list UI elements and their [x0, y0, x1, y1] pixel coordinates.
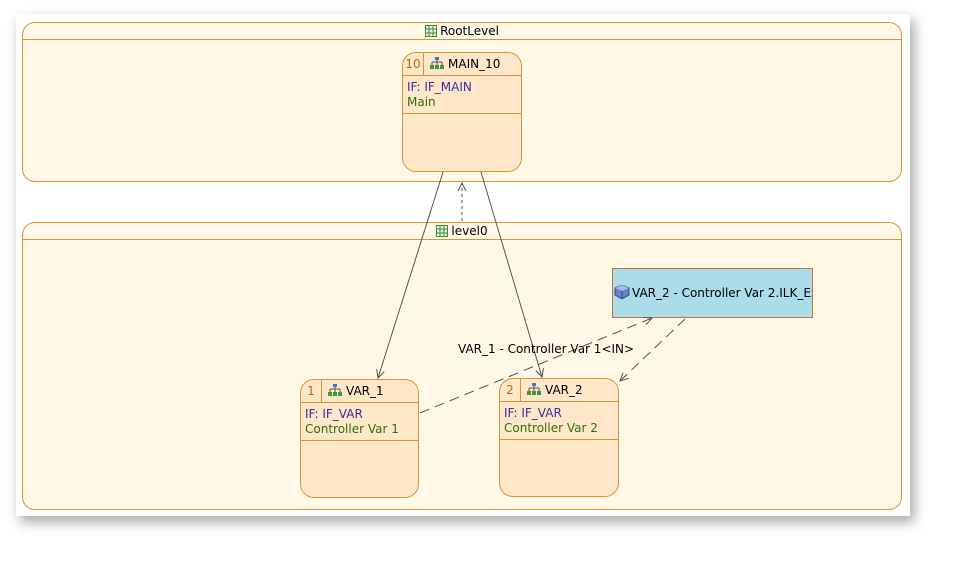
grid-icon: [436, 225, 449, 241]
node-description: Controller Var 2: [504, 421, 598, 435]
node-description: Main: [407, 95, 436, 109]
level-header: level0: [23, 223, 901, 240]
level-title: RootLevel: [440, 24, 499, 38]
hierarchy-icon: [328, 383, 342, 399]
node-interface: IF: IF_MAIN: [407, 80, 472, 94]
edge-main-to-var1[interactable]: [378, 171, 444, 378]
node-var-1[interactable]: 1 VAR_1 IF: IF_VAR Controller Var 1: [300, 379, 419, 498]
node-body: IF: IF_VAR Controller Var 1: [301, 403, 418, 441]
interlock-label: VAR_2 - Controller Var 2.ILK_Extend: [632, 286, 812, 300]
level-header: RootLevel: [23, 23, 901, 40]
cube-icon: [614, 283, 630, 302]
edge-main-to-var2[interactable]: [480, 171, 542, 377]
node-body: IF: IF_VAR Controller Var 2: [500, 402, 618, 440]
node-header: 10 MAIN_10: [403, 53, 521, 76]
node-interface: IF: IF_VAR: [305, 407, 363, 421]
grid-icon: [425, 25, 438, 41]
node-description: Controller Var 1: [305, 422, 399, 436]
node-interface: IF: IF_VAR: [504, 406, 562, 420]
node-title: VAR_2: [545, 383, 583, 397]
level-title: level0: [451, 224, 488, 238]
interlock-box[interactable]: VAR_2 - Controller Var 2.ILK_Extend: [612, 268, 813, 318]
edge-var1-to-interlock[interactable]: [419, 318, 652, 414]
edge-label: VAR_1 - Controller Var 1<IN>: [458, 342, 635, 356]
node-main-10[interactable]: 10 MAIN_10 IF: IF_MAIN Main: [402, 52, 522, 172]
hierarchy-icon: [527, 382, 541, 398]
node-title: VAR_1: [346, 384, 384, 398]
node-header: 1 VAR_1: [301, 380, 418, 403]
node-number: 1: [301, 380, 322, 402]
node-var-2[interactable]: 2 VAR_2 IF: IF_VAR Controller Var 2: [499, 378, 619, 497]
node-body: IF: IF_MAIN Main: [403, 76, 521, 114]
node-title: MAIN_10: [448, 57, 501, 71]
node-number: 10: [403, 53, 424, 75]
node-number: 2: [500, 379, 521, 401]
node-header: 2 VAR_2: [500, 379, 618, 402]
hierarchy-icon: [430, 56, 444, 72]
